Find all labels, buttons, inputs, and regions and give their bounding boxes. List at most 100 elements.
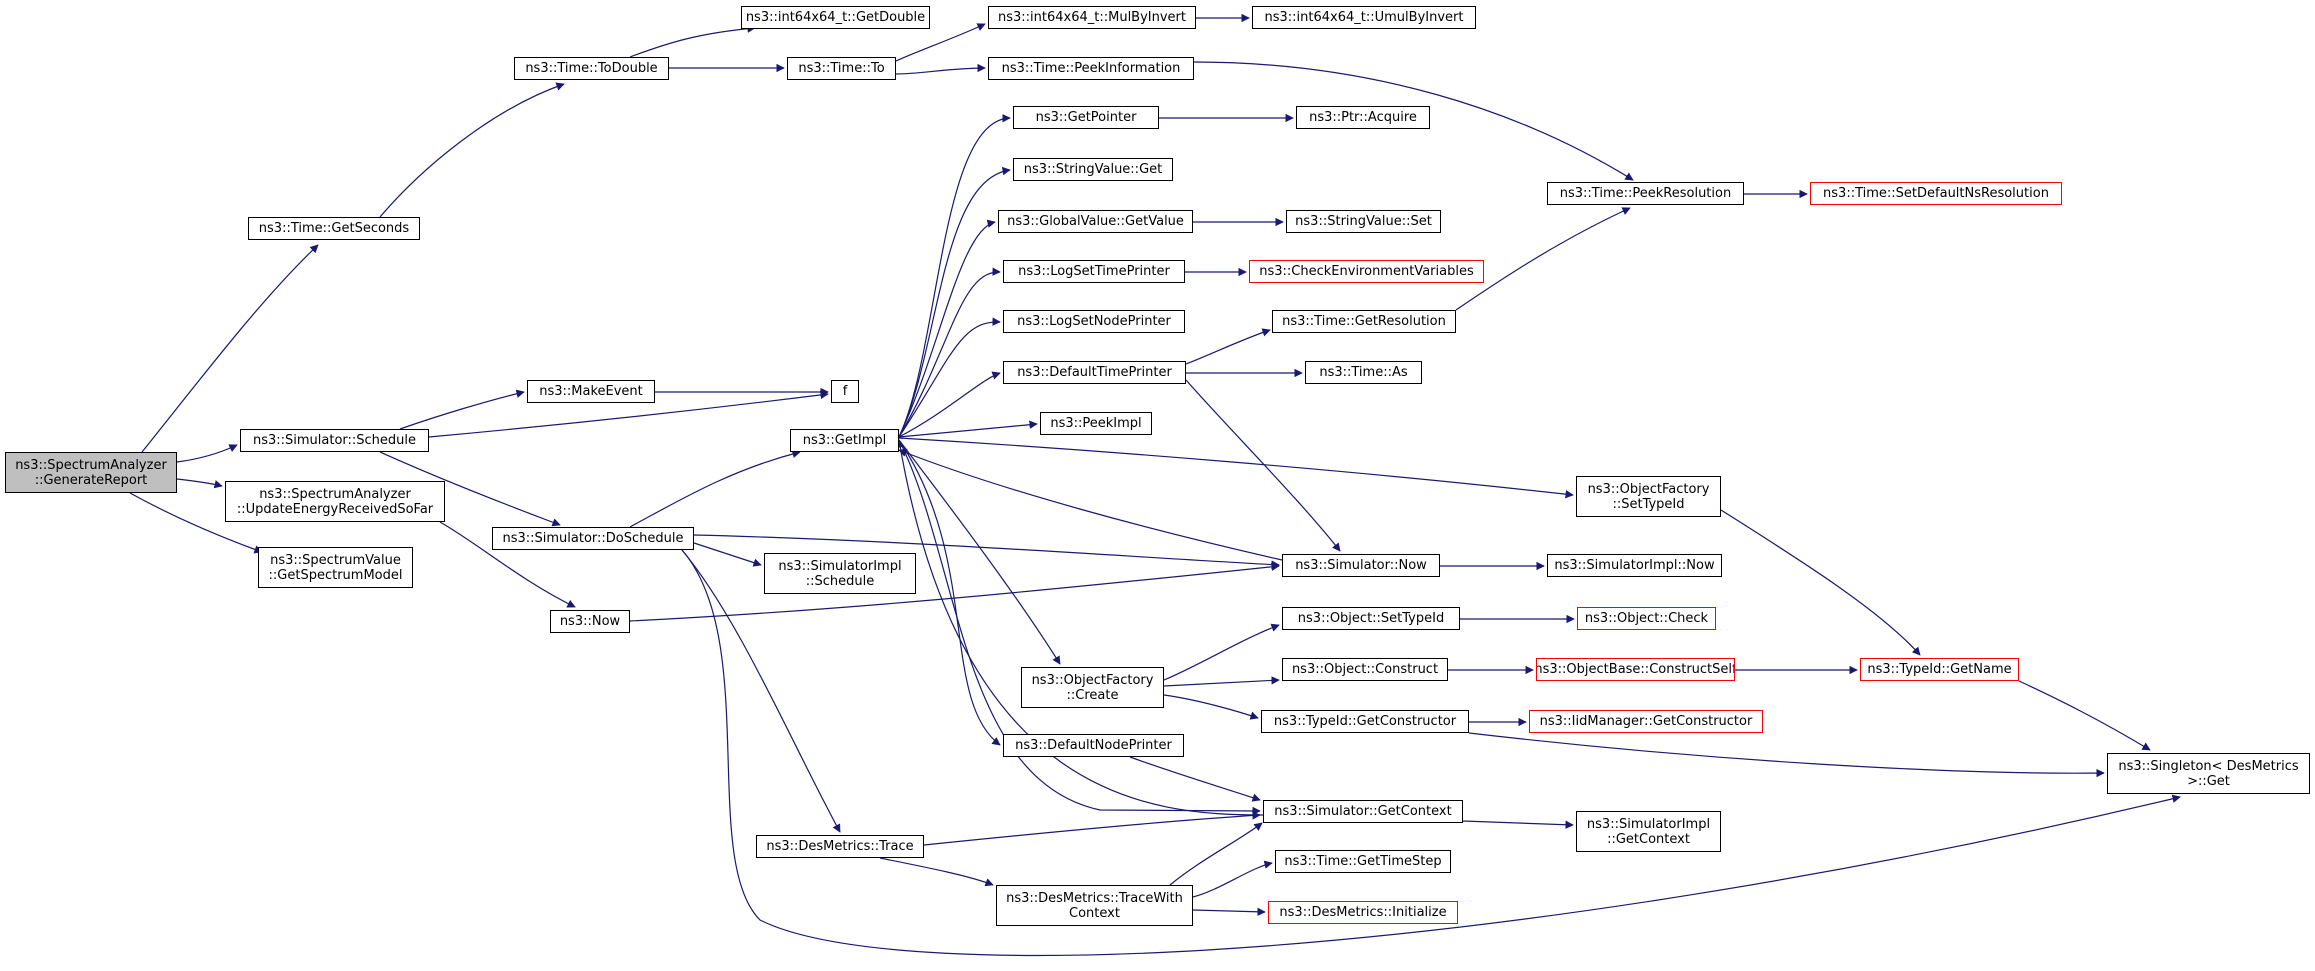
graph-node-label: ns3::Object::Construct: [1291, 662, 1439, 677]
graph-node-label: ns3::int64x64_t::UmulByInvert: [1264, 10, 1464, 25]
graph-node-int64-umul-by-invert[interactable]: ns3::int64x64_t::UmulByInvert: [1252, 6, 1476, 29]
graph-node-time-set-default-ns-resolution[interactable]: ns3::Time::SetDefaultNsResolution: [1810, 182, 2062, 205]
call-edge: [2018, 680, 2151, 751]
graph-node-label: ns3::PeekImpl: [1050, 416, 1142, 431]
call-edge: [629, 24, 756, 58]
graph-node-simulator-do-schedule[interactable]: ns3::Simulator::DoSchedule: [492, 527, 694, 550]
call-edge: [1185, 379, 1341, 552]
graph-node-label: f: [842, 384, 848, 399]
call-edge: [1169, 822, 1263, 886]
call-edge: [898, 114, 1011, 438]
graph-node-label: ns3::SimulatorImpl: [1586, 816, 1711, 832]
graph-node-object-check[interactable]: ns3::Object::Check: [1577, 607, 1716, 630]
graph-node-time-get-resolution[interactable]: ns3::Time::GetResolution: [1272, 310, 1456, 333]
graph-node-log-set-node-printer[interactable]: ns3::LogSetNodePrinter: [1003, 310, 1185, 333]
graph-node-label: ns3::DesMetrics::Trace: [766, 839, 914, 854]
call-edge: [176, 444, 238, 463]
call-edge: [1163, 623, 1280, 681]
call-edge: [1455, 207, 1631, 311]
graph-node-simulator-impl-get-context[interactable]: ns3::SimulatorImpl::GetContext: [1576, 811, 1721, 852]
graph-node-label: ns3::TypeId::GetConstructor: [1273, 714, 1457, 729]
call-edge: [379, 82, 565, 218]
call-edge: [898, 267, 1001, 438]
graph-node-simulator-schedule[interactable]: ns3::Simulator::Schedule: [240, 429, 429, 452]
graph-node-update-energy[interactable]: ns3::SpectrumAnalyzer::UpdateEnergyRecei…: [225, 481, 445, 522]
graph-node-label: >::Get: [2187, 773, 2230, 789]
call-edge: [879, 857, 994, 887]
call-edge: [379, 451, 561, 527]
graph-node-time-as[interactable]: ns3::Time::As: [1305, 361, 1422, 384]
graph-node-des-metrics-trace[interactable]: ns3::DesMetrics::Trace: [756, 835, 924, 858]
graph-node-label: ns3::DesMetrics::TraceWith: [1006, 890, 1183, 906]
graph-node-int64-mul-by-invert[interactable]: ns3::int64x64_t::MulByInvert: [988, 6, 1196, 29]
graph-node-label: ns3::Object::SetTypeId: [1297, 611, 1445, 626]
call-edge: [898, 439, 1261, 816]
call-edge: [129, 492, 263, 554]
graph-node-time-peek-resolution[interactable]: ns3::Time::PeekResolution: [1547, 182, 1744, 205]
call-edge: [399, 389, 525, 430]
graph-node-simulator-impl-schedule[interactable]: ns3::SimulatorImpl::Schedule: [764, 553, 916, 594]
graph-node-log-set-time-printer[interactable]: ns3::LogSetTimePrinter: [1003, 260, 1185, 283]
graph-node-object-factory-set-type-id[interactable]: ns3::ObjectFactory::SetTypeId: [1576, 476, 1721, 517]
graph-node-string-value-set[interactable]: ns3::StringValue::Set: [1286, 210, 1441, 233]
graph-node-object-base-construct-self[interactable]: ns3::ObjectBase::ConstructSelf: [1536, 658, 1735, 681]
graph-node-time-peek-information[interactable]: ns3::Time::PeekInformation: [988, 57, 1194, 80]
graph-node-type-id-get-constructor[interactable]: ns3::TypeId::GetConstructor: [1261, 710, 1469, 733]
graph-node-get-impl[interactable]: ns3::GetImpl: [790, 429, 899, 452]
graph-node-now[interactable]: ns3::Now: [550, 610, 630, 633]
graph-node-label: ns3::SimulatorImpl::Now: [1554, 558, 1715, 573]
call-edge: [681, 549, 841, 833]
call-edge: [898, 317, 1001, 438]
graph-node-check-environment-variables[interactable]: ns3::CheckEnvironmentVariables: [1249, 260, 1484, 283]
graph-node-object-set-type-id[interactable]: ns3::Object::SetTypeId: [1282, 607, 1460, 630]
call-edge: [898, 437, 1574, 499]
call-edge: [141, 244, 319, 453]
call-edge: [1192, 907, 1266, 916]
graph-node-label: ns3::Time::PeekResolution: [1559, 186, 1732, 201]
call-edge: [1720, 509, 1921, 656]
graph-node-label: ns3::Time::GetSeconds: [258, 221, 410, 236]
graph-node-simulator-get-context[interactable]: ns3::Simulator::GetContext: [1263, 800, 1463, 823]
graph-node-ptr-acquire[interactable]: ns3::Ptr::Acquire: [1296, 106, 1430, 129]
graph-node-label: ns3::Simulator::DoSchedule: [502, 531, 684, 546]
call-edge: [898, 371, 1001, 438]
graph-node-label: ns3::Time::PeekInformation: [1001, 61, 1181, 76]
graph-node-default-time-printer[interactable]: ns3::DefaultTimePrinter: [1003, 361, 1186, 384]
graph-node-des-metrics-initialize[interactable]: ns3::DesMetrics::Initialize: [1268, 901, 1458, 924]
graph-node-object-construct[interactable]: ns3::Object::Construct: [1282, 658, 1448, 681]
graph-node-f[interactable]: f: [831, 380, 859, 403]
graph-node-global-value-get-value[interactable]: ns3::GlobalValue::GetValue: [998, 210, 1193, 233]
call-edge: [1163, 676, 1280, 687]
graph-node-label: ns3::Time::GetTimeStep: [1284, 854, 1442, 869]
graph-node-get-spectrum-model[interactable]: ns3::SpectrumValue::GetSpectrumModel: [258, 547, 413, 588]
graph-node-peek-impl[interactable]: ns3::PeekImpl: [1040, 412, 1152, 435]
graph-node-string-value-get[interactable]: ns3::StringValue::Get: [1013, 158, 1173, 181]
call-edge: [629, 449, 801, 528]
graph-node-make-event[interactable]: ns3::MakeEvent: [527, 380, 655, 403]
call-edge: [898, 420, 1038, 438]
graph-node-iid-manager-get-constructor[interactable]: ns3::IidManager::GetConstructor: [1529, 710, 1763, 733]
graph-node-label: ns3::ObjectFactory: [1587, 481, 1710, 497]
call-edge: [1163, 694, 1259, 720]
graph-node-label: ns3::int64x64_t::GetDouble: [745, 10, 926, 25]
graph-node-label: ns3::GetImpl: [802, 433, 887, 448]
graph-node-object-factory-create[interactable]: ns3::ObjectFactory::Create: [1021, 667, 1164, 708]
graph-node-singleton-get[interactable]: ns3::Singleton< DesMetrics>::Get: [2107, 753, 2310, 794]
call-edge: [896, 439, 1264, 816]
graph-node-int64-get-double[interactable]: ns3::int64x64_t::GetDouble: [741, 6, 930, 29]
graph-node-time-get-time-step[interactable]: ns3::Time::GetTimeStep: [1275, 850, 1451, 873]
graph-node-label: ns3::SpectrumAnalyzer: [15, 457, 167, 473]
graph-node-time-get-seconds[interactable]: ns3::Time::GetSeconds: [248, 217, 420, 240]
graph-node-label: ns3::Now: [559, 614, 621, 629]
graph-node-simulator-impl-now[interactable]: ns3::SimulatorImpl::Now: [1547, 554, 1722, 577]
graph-node-time-to[interactable]: ns3::Time::To: [787, 57, 896, 80]
graph-node-simulator-now[interactable]: ns3::Simulator::Now: [1282, 554, 1440, 577]
graph-node-type-id-get-name[interactable]: ns3::TypeId::GetName: [1860, 658, 2019, 681]
graph-node-get-pointer[interactable]: ns3::GetPointer: [1013, 106, 1159, 129]
graph-node-default-node-printer[interactable]: ns3::DefaultNodePrinter: [1003, 734, 1184, 757]
graph-node-label: ns3::TypeId::GetName: [1867, 662, 2012, 677]
graph-node-label: ns3::Simulator::Schedule: [252, 433, 417, 448]
graph-node-time-to-double[interactable]: ns3::Time::ToDouble: [514, 57, 669, 80]
